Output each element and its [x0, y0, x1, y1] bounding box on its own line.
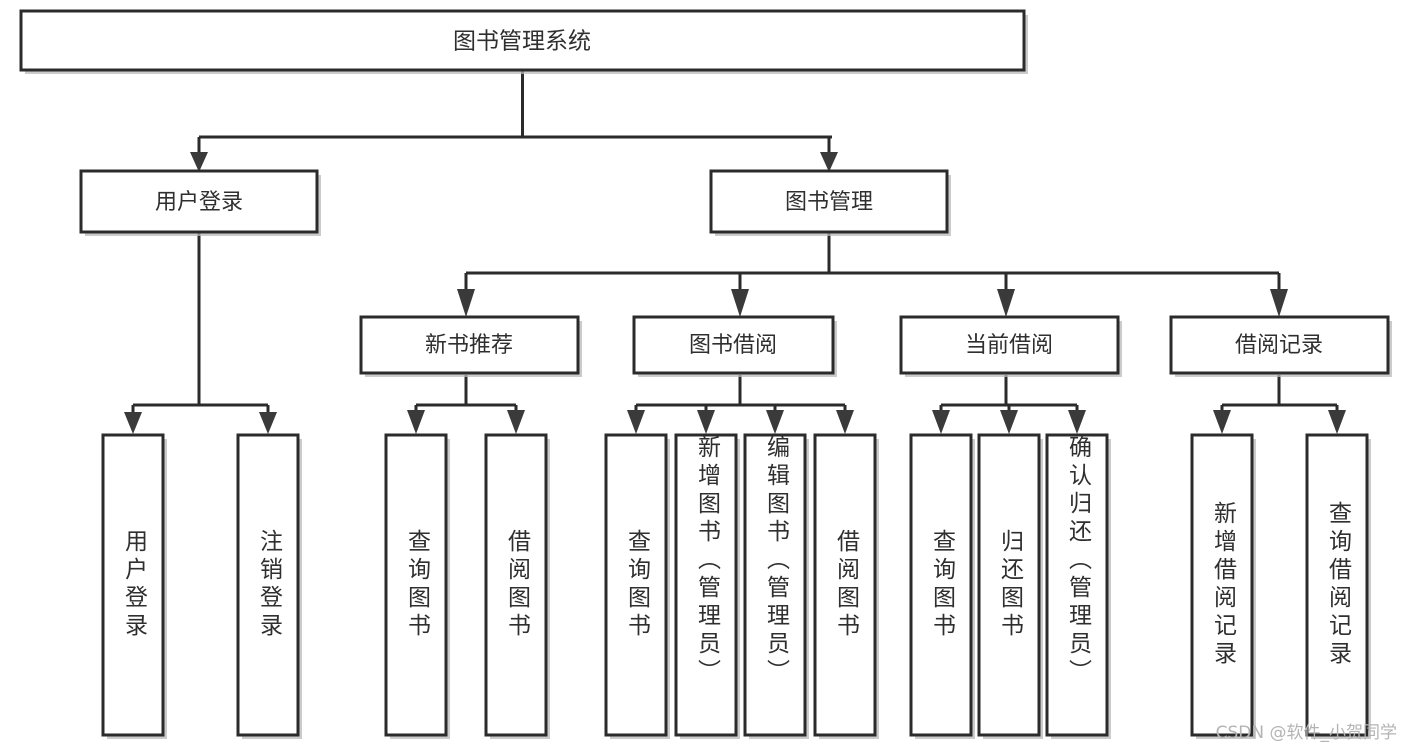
- leaf-box-user-login-2[interactable]: [236, 433, 300, 737]
- leaf-box-current-borrow-3[interactable]: [1045, 433, 1109, 737]
- node-root[interactable]: 图书管理系统: [19, 9, 1028, 74]
- node-user-login-label: 用户登录: [155, 190, 243, 215]
- leaf-box-book-borrow-3[interactable]: [743, 433, 807, 737]
- node-user-login[interactable]: 用户登录: [79, 169, 321, 236]
- node-root-label: 图书管理系统: [453, 29, 591, 55]
- leaf-box-current-borrow-1[interactable]: [909, 433, 973, 737]
- connectors: [124, 70, 1346, 434]
- node-book-manage-label: 图书管理: [785, 190, 873, 215]
- leaf-box-book-borrow-2[interactable]: [674, 433, 738, 737]
- arrow-leaf-new-book-2: [507, 410, 525, 434]
- arrow-new-book: [457, 289, 475, 317]
- node-book-borrow[interactable]: 图书借阅: [632, 315, 837, 377]
- node-current-borrow-label: 当前借阅: [965, 333, 1053, 358]
- arrow-current-borrow: [997, 289, 1015, 317]
- leaf-box-new-book-2[interactable]: [484, 433, 548, 737]
- arrow-borrow-record: [1270, 289, 1288, 317]
- node-borrow-record-label: 借阅记录: [1235, 333, 1323, 358]
- node-new-book-label: 新书推荐: [425, 333, 513, 358]
- leaf-boxes: [101, 433, 1371, 739]
- arrow-leaf-borrow-record-2: [1328, 410, 1346, 434]
- arrow-leaf-current-borrow-2: [1000, 410, 1018, 434]
- arrow-leaf-current-borrow-3: [1068, 410, 1086, 434]
- leaf-box-book-borrow-1[interactable]: [604, 433, 668, 737]
- leaf-box-book-borrow-4[interactable]: [813, 433, 877, 737]
- arrow-leaf-user-login-2: [259, 412, 277, 434]
- node-book-manage[interactable]: 图书管理: [709, 169, 951, 236]
- arrow-book-manage: [820, 152, 838, 172]
- arrow-user-login: [190, 152, 208, 172]
- arrow-leaf-current-borrow-1: [932, 410, 950, 434]
- arrow-leaf-borrow-record-1: [1213, 410, 1231, 434]
- arrow-leaf-new-book-1: [407, 410, 425, 434]
- node-new-book[interactable]: 新书推荐: [359, 315, 582, 377]
- arrow-leaf-book-borrow-2: [697, 410, 715, 434]
- arrow-leaf-user-login-1: [124, 412, 142, 434]
- arrow-leaf-book-borrow-1: [627, 410, 645, 434]
- arrow-book-borrow: [731, 289, 749, 317]
- leaf-box-borrow-record-2[interactable]: [1305, 433, 1369, 737]
- node-current-borrow[interactable]: 当前借阅: [899, 315, 1122, 377]
- arrow-leaf-book-borrow-4: [836, 410, 854, 434]
- node-borrow-record[interactable]: 借阅记录: [1169, 315, 1392, 377]
- leaf-box-borrow-record-1[interactable]: [1190, 433, 1254, 737]
- leaf-box-new-book-1[interactable]: [384, 433, 448, 737]
- leaf-box-user-login-1[interactable]: [101, 433, 165, 737]
- leaf-box-current-borrow-2[interactable]: [977, 433, 1041, 737]
- node-book-borrow-label: 图书借阅: [689, 333, 777, 358]
- arrow-leaf-book-borrow-3: [766, 410, 784, 434]
